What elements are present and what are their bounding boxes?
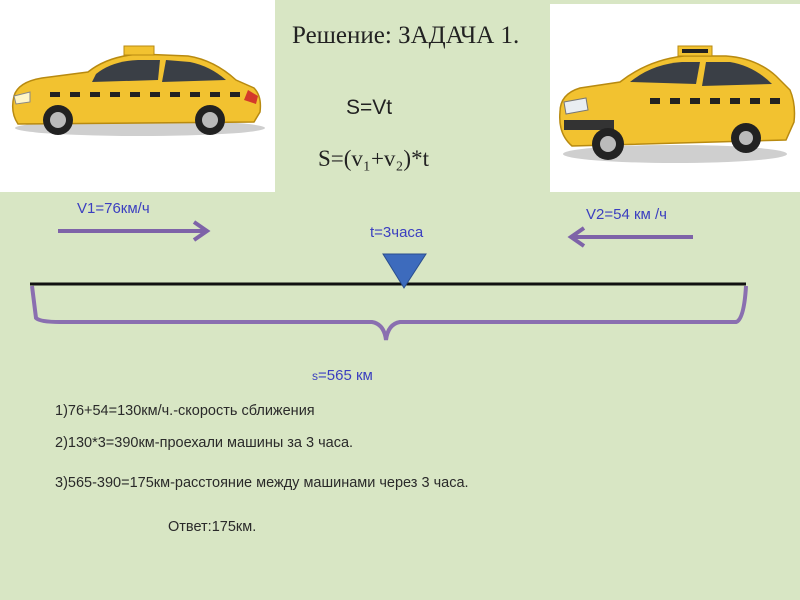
right-car-photo-panel [550,4,800,192]
solution-step-3: 3)565-390=175км-расстояние между машинам… [55,472,565,494]
time-label: t=3часа [370,222,442,244]
triangle-down-icon [383,254,426,288]
taxi-car-icon [0,0,275,192]
speed2-label: V2=54 км /ч [586,206,667,223]
answer-text: Ответ:175км. [168,514,298,540]
taxi-car-icon [550,4,800,192]
solution-step-1: 1)76+54=130км/ч.-скорость сближения [55,400,335,422]
page-title: Решение: ЗАДАЧА 1. [292,22,519,50]
left-car-photo-panel [0,0,275,192]
distance-bracket [32,286,746,340]
speed1-label: V1=76км/ч [77,200,150,217]
distance-value: =565 км [318,367,373,384]
distance-label: s=565 км [312,367,373,384]
arrow-left-icon [571,228,693,246]
arrow-right-icon [58,222,207,240]
formula-basic: S=Vt [346,96,392,120]
formula-sum: S=(v₁+v₂)*t [318,146,429,172]
solution-step-2: 2)130*3=390км-проехали машины за 3 часа. [55,432,435,454]
